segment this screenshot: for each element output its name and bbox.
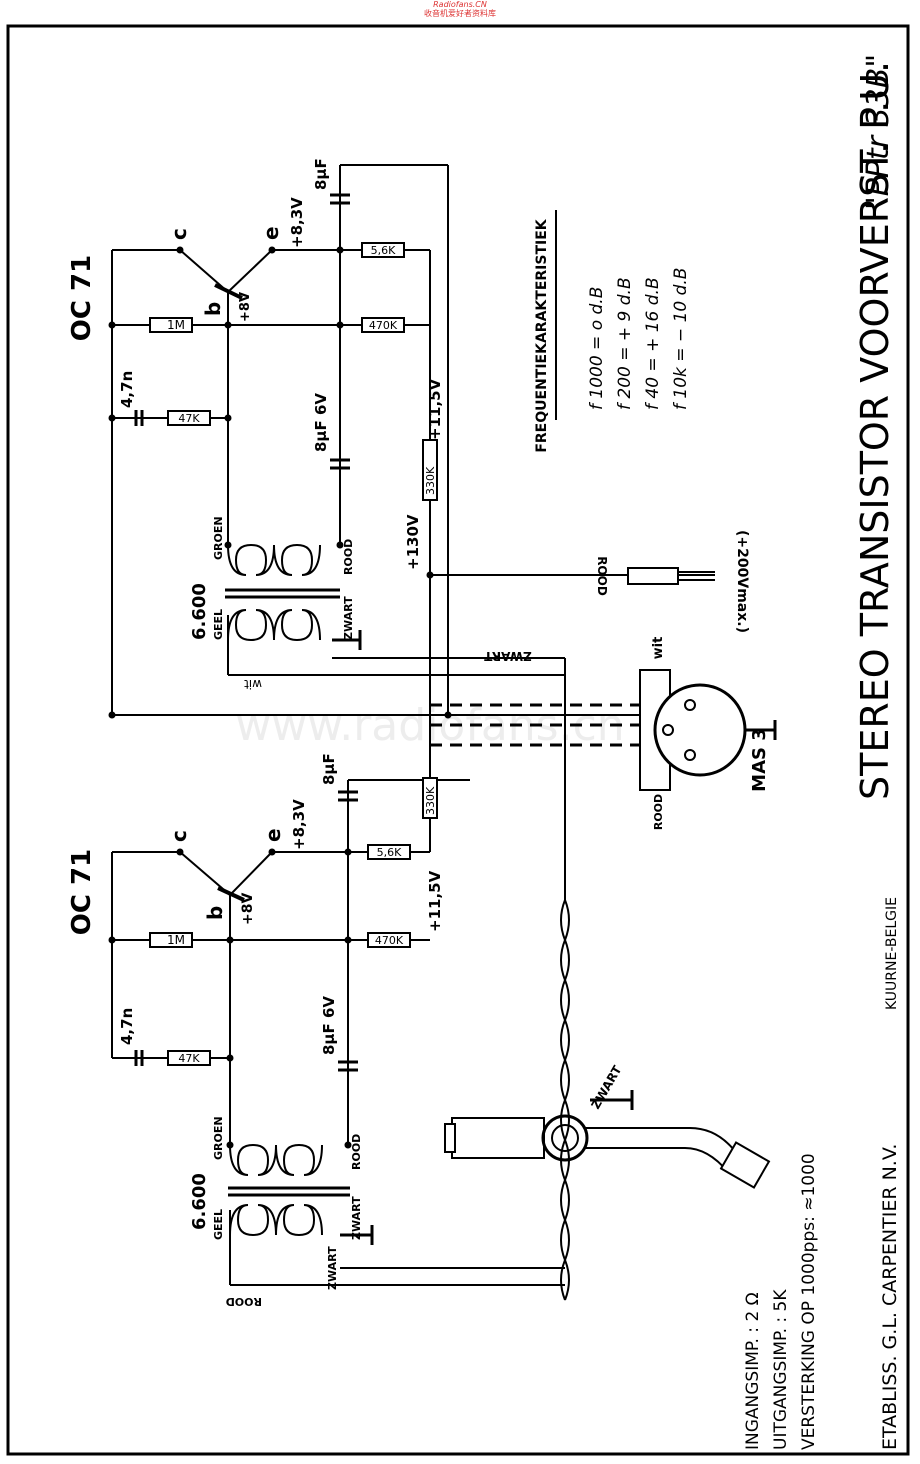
label-e-lower: e [261, 828, 285, 842]
cap4n7-lower: 4,7n [118, 1008, 136, 1045]
r330k-upper: 330K [424, 466, 437, 495]
transistor-oc71-lower: OC 71 [67, 849, 97, 935]
r56k-upper: 5,6K [371, 244, 396, 257]
twisted-pair [560, 899, 570, 1301]
label-b-upper: b [201, 302, 225, 316]
capacitors [134, 193, 358, 1072]
footer-place: KUURNE-BELGIE [884, 897, 900, 1010]
wit-upper: wit [244, 677, 262, 691]
supply-note: (+200Vmax.) [734, 530, 750, 633]
zwart-upper: ZWART [342, 596, 355, 640]
freq-heading: FREQUENTIEKARAKTERISTIEK [534, 218, 550, 452]
transistor-oc71-upper: OC 71 [67, 255, 97, 341]
emitter-voltage-lower: +8,3V [290, 799, 308, 850]
cap8uf6v-lower: 8µF 6V [320, 996, 338, 1055]
emitter-voltage-upper: +8,3V [288, 197, 306, 248]
freq-row-1: f 1000 = o d.B [587, 287, 607, 410]
freq-row-3: f 40 = + 16 d.B [643, 277, 663, 410]
base-voltage-upper: +8V [238, 292, 253, 322]
freq-row-4: f 10k = − 10 d.B [671, 268, 691, 410]
watermark: Radiofans.CN 收音机爱好者资料库 [0, 0, 920, 18]
spec-output-imp: UITGANGSIMP. : 5K [771, 1289, 791, 1450]
zwart-lead-label: ZWART [483, 649, 531, 663]
junctions [108, 246, 452, 1149]
r1m-upper: 1M [167, 318, 185, 332]
rood2-lower: ROOD [226, 1295, 262, 1308]
footer-company: ETABLISS. G.L. CARPENTIER N.V. [879, 1144, 901, 1450]
r47k-lower: 47K [178, 1052, 200, 1065]
base-voltage-lower: +8V [240, 893, 256, 925]
v130-label: +130V [404, 514, 422, 570]
r47k-upper: 47K [178, 412, 200, 425]
label-c-lower: c [167, 830, 191, 842]
cap4n7-upper: 4,7n [118, 371, 136, 408]
r330k-lower: 330K [424, 786, 437, 815]
groen-upper: GROEN [212, 516, 225, 560]
r470k-upper: 470K [369, 319, 398, 332]
shield-cable [430, 703, 640, 747]
geel-upper: GEEL [212, 609, 225, 640]
cap8uf6v-upper: 8µF 6V [312, 393, 330, 452]
ground-symbols [332, 630, 777, 1245]
cap8uf-top-lower: 8µF [320, 753, 338, 785]
transformer-upper: 6.600 [189, 583, 210, 640]
transformers [225, 543, 350, 1237]
pickup-arm [444, 1114, 771, 1189]
label-e-upper: e [259, 226, 283, 240]
model-title: "PPtr 33B" [861, 54, 896, 210]
connector-rood: ROOD [652, 794, 665, 830]
groen-lower: GROEN [212, 1116, 225, 1160]
spec-gain: VERSTERKING OP 1000pps: ≈1000 [799, 1153, 819, 1450]
r56k-lower: 5,6K [377, 846, 402, 859]
rood-upper: ROOD [342, 539, 355, 575]
v115-upper: +11,5V [426, 378, 444, 440]
main-title: STEREO TRANSISTOR VOORVERST. P.U. [853, 61, 897, 800]
rood-lower: ROOD [350, 1134, 363, 1170]
pickup-zwart: ZWART [588, 1063, 624, 1112]
supply-lead-rood: ROOD [595, 556, 609, 596]
geel-lower: GEEL [212, 1209, 225, 1240]
watermark-line2: 收音机爱好者资料库 [424, 9, 496, 18]
sheet-border [6, 24, 910, 1456]
mas3-connector [639, 669, 747, 791]
r1m-lower: 1M [167, 933, 185, 947]
spec-input-imp: INGANGSIMP. : 2 Ω [743, 1292, 763, 1450]
r470k-lower: 470K [375, 934, 404, 947]
resistors [149, 242, 438, 1066]
label-c-upper: c [167, 228, 191, 240]
supply-plug [627, 567, 715, 585]
zwart-lower: ZWART [350, 1196, 363, 1240]
label-b-lower: b [203, 906, 227, 920]
watermark-line1: Radiofans.CN [433, 0, 487, 9]
transformer-lower: 6.600 [189, 1173, 210, 1230]
connector-wit: wit [651, 637, 666, 660]
cap8uf-top-upper: 8µF [312, 158, 330, 190]
mas3-label: MAS 3 [749, 728, 770, 792]
v115-lower: +11,5V [426, 870, 444, 932]
freq-row-2: f 200 = + 9 d.B [615, 277, 635, 410]
zwart2-lower: ZWART [326, 1246, 339, 1290]
